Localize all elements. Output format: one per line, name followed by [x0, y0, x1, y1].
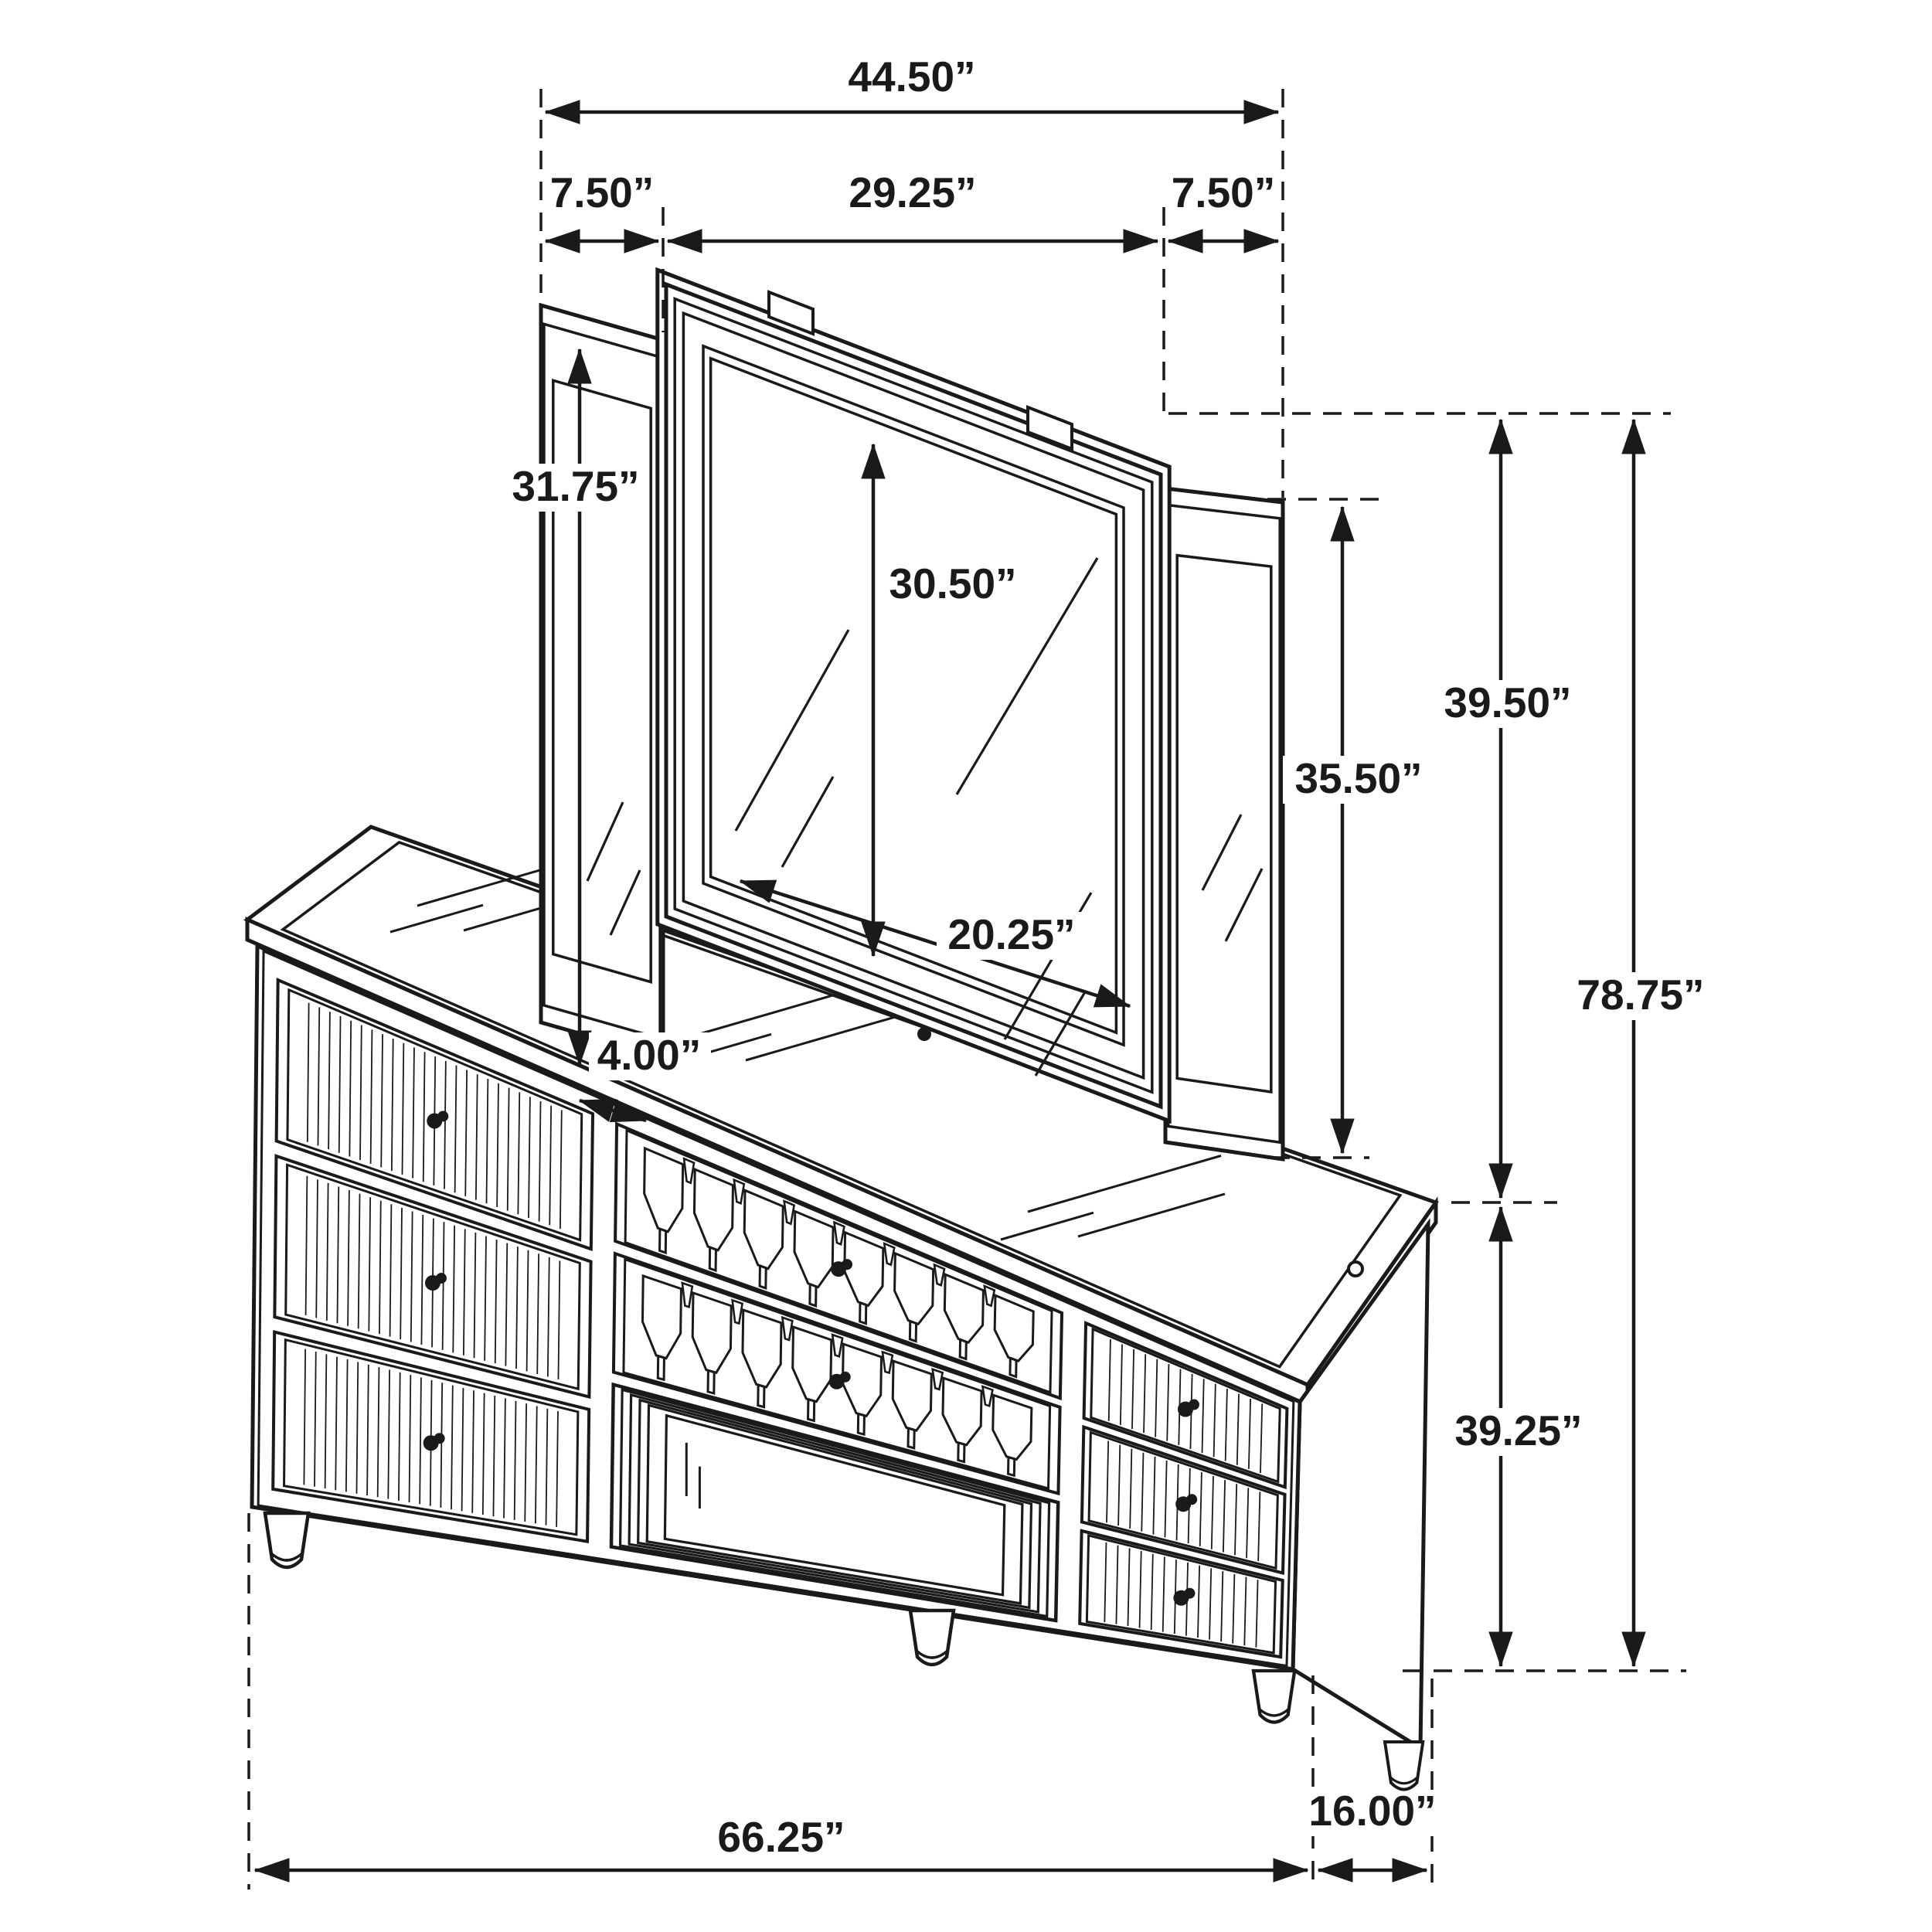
dim-label-center-glass-width: 20.25” — [947, 910, 1075, 958]
dim-label-dresser-height: 39.25” — [1454, 1406, 1582, 1454]
trifold-mirror-drawing — [539, 267, 1285, 1162]
dim-label-overall-height: 78.75” — [1577, 971, 1704, 1019]
dresser-foot — [1383, 1740, 1425, 1791]
dim-label-mirror-center-width: 29.25” — [849, 168, 976, 216]
dim-label-dresser-width: 66.25” — [717, 1813, 845, 1861]
dim-label-mirror-assembly-height: 39.50” — [1444, 679, 1571, 726]
dimension-labels: 44.50” 7.50” 29.25” 7.50” 31.75” 30.50” … — [512, 53, 1704, 1861]
dim-label-mirror-left-wing-width: 7.50” — [550, 168, 655, 216]
dresser-foot — [263, 1511, 311, 1570]
dim-label-dresser-depth: 16.00” — [1308, 1787, 1436, 1835]
dresser-foot — [1251, 1668, 1297, 1724]
dimension-lines — [247, 89, 1718, 1889]
dim-label-mirror-right-wing-width: 7.50” — [1172, 168, 1276, 216]
dim-label-center-glass-height: 30.50” — [889, 560, 1016, 607]
dim-label-right-wing-height: 35.50” — [1294, 754, 1422, 802]
dim-label-left-wing-glass-height: 31.75” — [512, 462, 639, 510]
dim-label-wing-glass-width: 4.00” — [597, 1031, 702, 1079]
dresser-foot — [908, 1608, 956, 1667]
dresser-cabinet-drawing — [243, 825, 1439, 1791]
dim-label-mirror-total-width: 44.50” — [848, 53, 975, 100]
